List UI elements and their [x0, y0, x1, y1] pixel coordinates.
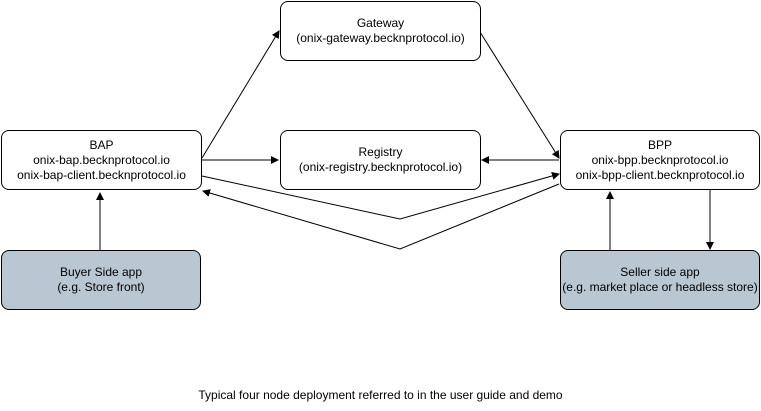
- gateway-title: Gateway: [356, 16, 405, 30]
- seller-app-example: (e.g. market place or headless store): [562, 280, 758, 294]
- edge-bpp-to-bap: [202, 183, 560, 250]
- bpp-host: onix-bpp.becknprotocol.io: [591, 152, 729, 167]
- buyer-app-title: Buyer Side app: [59, 265, 143, 279]
- bpp-title: BPP: [647, 137, 672, 152]
- seller-app-title: Seller side app: [620, 265, 700, 279]
- registry-node: Registry (onix-registry.becknprotocol.io…: [280, 130, 481, 190]
- edge-bap-to-bpp: [201, 172, 560, 220]
- bap-host: onix-bap.becknprotocol.io: [33, 152, 170, 167]
- bap-client-host: onix-bap-client.becknprotocol.io: [17, 167, 186, 182]
- bap-node: BAP onix-bap.becknprotocol.io onix-bap-c…: [1, 130, 202, 190]
- buyer-app-node: Buyer Side app (e.g. Store front): [1, 250, 201, 310]
- diagram-caption: Typical four node deployment referred to…: [198, 388, 563, 402]
- bap-title: BAP: [89, 137, 114, 152]
- edge-gateway-to-bpp: [479, 31, 560, 159]
- gateway-node: Gateway (onix-gateway.becknprotocol.io): [280, 1, 481, 61]
- bpp-node: BPP onix-bpp.becknprotocol.io onix-bpp-c…: [560, 130, 760, 190]
- seller-app-node: Seller side app (e.g. market place or he…: [560, 250, 760, 310]
- buyer-app-example: (e.g. Store front): [57, 280, 145, 294]
- registry-title: Registry: [358, 145, 403, 159]
- edge-bap-to-gateway: [201, 30, 280, 159]
- bpp-client-host: onix-bpp-client.becknprotocol.io: [575, 167, 745, 182]
- registry-host: (onix-registry.becknprotocol.io): [298, 160, 463, 174]
- gateway-host: (onix-gateway.becknprotocol.io): [296, 31, 465, 45]
